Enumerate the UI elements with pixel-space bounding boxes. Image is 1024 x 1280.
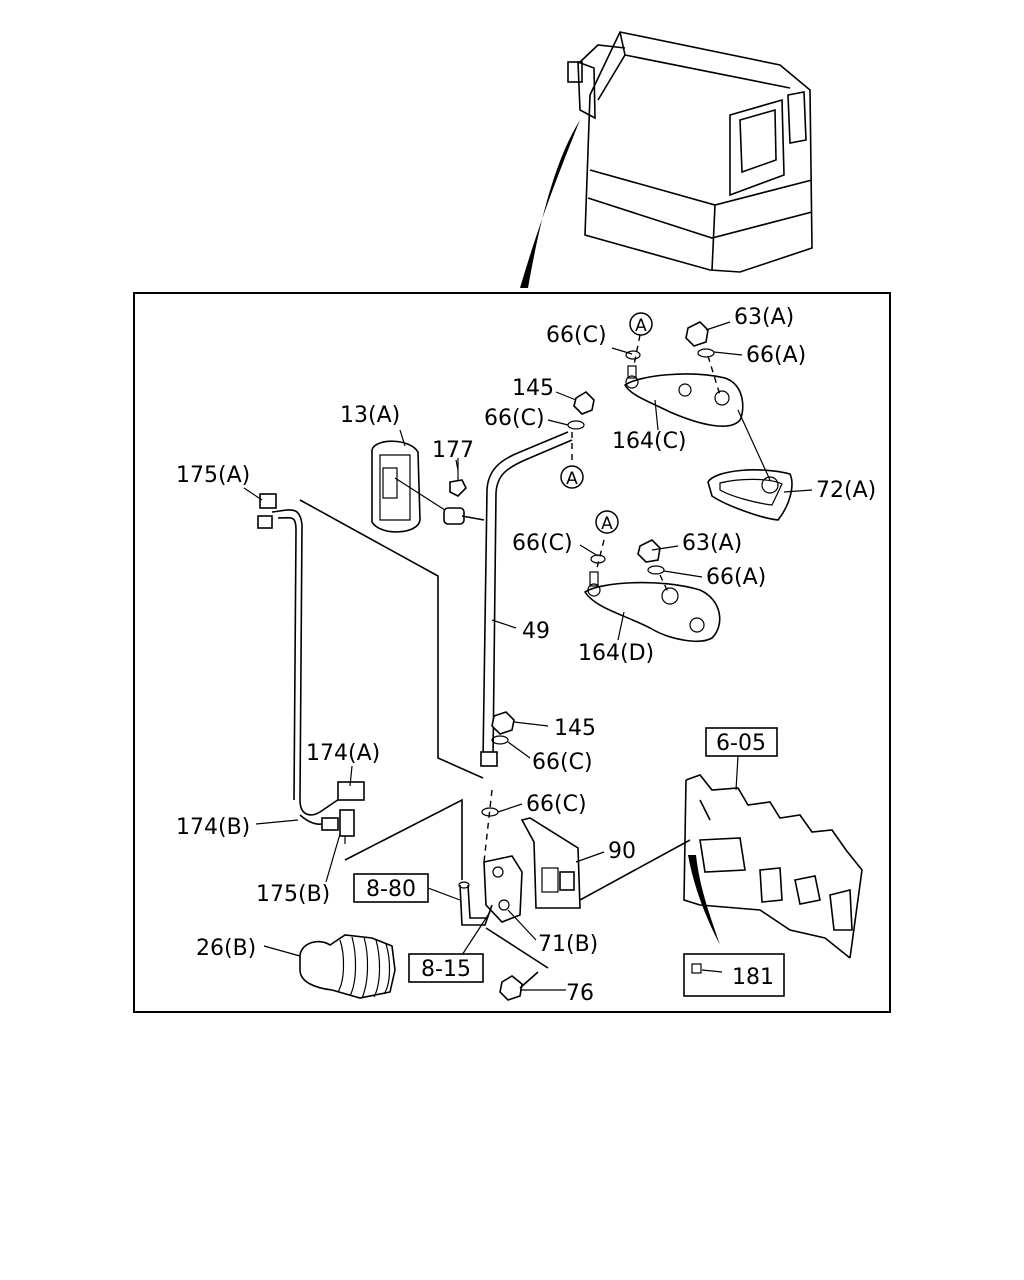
washer-66c-4 bbox=[491, 735, 509, 745]
nut-145-2 bbox=[491, 711, 515, 735]
bracket-72a-part bbox=[707, 409, 793, 521]
callout-71b[interactable]: 71(B) bbox=[538, 932, 598, 957]
svg-text:6-05: 6-05 bbox=[716, 731, 766, 756]
frame-section bbox=[683, 774, 863, 959]
washer-66c-top bbox=[625, 350, 641, 360]
marker-a-3: A bbox=[595, 510, 619, 534]
bracket-90-part bbox=[520, 817, 691, 909]
callout-145-2[interactable]: 145 bbox=[554, 716, 596, 741]
svg-text:181: 181 bbox=[732, 965, 774, 990]
callout-49[interactable]: 49 bbox=[522, 619, 550, 644]
svg-text:8-80: 8-80 bbox=[366, 877, 416, 902]
callout-175b[interactable]: 175(B) bbox=[256, 882, 330, 907]
mirror-13a-part bbox=[371, 440, 449, 533]
marker-a-1: A bbox=[629, 312, 653, 336]
washer-66a-2 bbox=[647, 565, 665, 575]
marker-a-2: A bbox=[560, 465, 584, 489]
callout-175a[interactable]: 175(A) bbox=[176, 463, 250, 488]
callout-90[interactable]: 90 bbox=[608, 839, 636, 864]
callout-177[interactable]: 177 bbox=[432, 438, 474, 463]
leader-lines bbox=[243, 321, 813, 991]
truck-cab-illustration bbox=[520, 31, 813, 288]
callout-63a-2[interactable]: 63(A) bbox=[682, 531, 742, 556]
callout-174a[interactable]: 174(A) bbox=[306, 741, 380, 766]
callout-66c-top[interactable]: 66(C) bbox=[546, 323, 607, 348]
ref-box-181[interactable]: 181 bbox=[683, 953, 785, 997]
harness-part bbox=[257, 493, 365, 844]
stay-49-part bbox=[443, 431, 573, 767]
callout-26b[interactable]: 26(B) bbox=[196, 936, 256, 961]
callout-76[interactable]: 76 bbox=[566, 981, 594, 1006]
callout-66c-3[interactable]: 66(C) bbox=[512, 531, 573, 556]
callout-13a[interactable]: 13(A) bbox=[340, 403, 400, 428]
svg-text:A: A bbox=[635, 316, 647, 336]
stay-164d-part bbox=[583, 571, 721, 642]
clip-177-part bbox=[449, 458, 467, 497]
ref-box-6-05[interactable]: 6-05 bbox=[705, 727, 778, 757]
nut-145-top bbox=[573, 390, 595, 415]
callout-164d[interactable]: 164(D) bbox=[578, 641, 654, 666]
boot-26b-part bbox=[299, 934, 396, 999]
bolt-76-part bbox=[485, 927, 549, 1001]
callout-72a[interactable]: 72(A) bbox=[816, 478, 876, 503]
washer-66c-2 bbox=[567, 420, 585, 430]
callout-66c-4[interactable]: 66(C) bbox=[532, 750, 593, 775]
svg-text:A: A bbox=[566, 469, 578, 489]
part-181-icon bbox=[691, 963, 702, 974]
callout-66c-2[interactable]: 66(C) bbox=[484, 406, 545, 431]
callout-164c[interactable]: 164(C) bbox=[612, 429, 687, 454]
bracket-71b-part bbox=[458, 855, 523, 926]
washer-66a-top bbox=[697, 348, 715, 358]
nut-63a-2 bbox=[637, 539, 661, 563]
callout-66c-5[interactable]: 66(C) bbox=[526, 792, 587, 817]
svg-text:8-15: 8-15 bbox=[421, 957, 471, 982]
callout-63a-top[interactable]: 63(A) bbox=[734, 305, 794, 330]
callout-66a-top[interactable]: 66(A) bbox=[746, 343, 806, 368]
svg-text:A: A bbox=[601, 514, 613, 534]
callout-174b[interactable]: 174(B) bbox=[176, 815, 250, 840]
ref-box-8-80[interactable]: 8-80 bbox=[353, 873, 429, 903]
callout-66a-2[interactable]: 66(A) bbox=[706, 565, 766, 590]
ref-box-8-15[interactable]: 8-15 bbox=[408, 953, 484, 983]
detail-frame bbox=[133, 292, 891, 1013]
stay-164c-part bbox=[623, 365, 744, 427]
callout-145-top[interactable]: 145 bbox=[512, 376, 554, 401]
nut-63a-top bbox=[685, 321, 709, 347]
